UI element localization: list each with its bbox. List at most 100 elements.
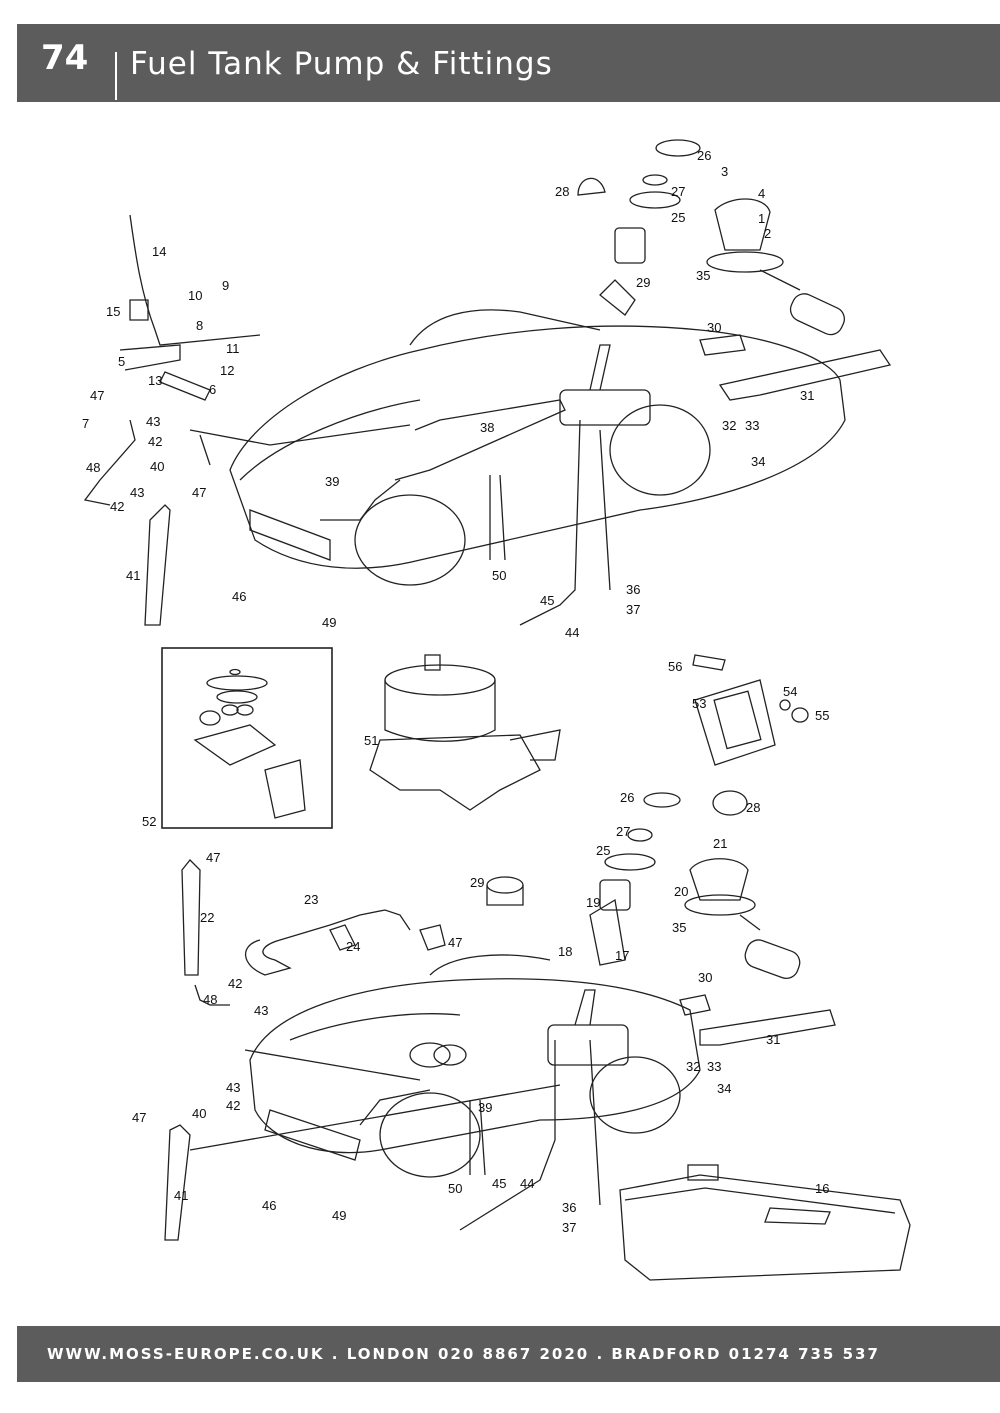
callout-50-bottom: 50	[448, 1181, 462, 1196]
callout-43-top-a: 43	[146, 414, 160, 429]
callout-42-top-a: 42	[148, 434, 162, 449]
callout-38: 38	[480, 420, 494, 435]
callout-24: 24	[346, 939, 360, 954]
callout-48-bottom: 48	[203, 992, 217, 1007]
fuel-pump-51	[369, 654, 561, 811]
callout-28-bottom: 28	[746, 800, 760, 815]
callout-27-top: 27	[671, 184, 685, 199]
callout-47-top-b: 47	[192, 485, 206, 500]
fuel-tank-16	[619, 1164, 911, 1281]
callout-50-top: 50	[492, 568, 506, 583]
footer-contact-text: WWW.MOSS-EUROPE.CO.UK . LONDON 020 8867 …	[47, 1345, 880, 1363]
callout-5: 5	[118, 354, 125, 369]
callout-8: 8	[196, 318, 203, 333]
callout-39-top: 39	[325, 474, 339, 489]
callout-18: 18	[558, 944, 572, 959]
callout-14: 14	[152, 244, 166, 259]
callout-44-bottom: 44	[520, 1176, 534, 1191]
callout-31-bottom: 31	[766, 1032, 780, 1047]
callout-15: 15	[106, 304, 120, 319]
callout-53: 53	[692, 696, 706, 711]
callout-41-top: 41	[126, 568, 140, 583]
callout-43-top-b: 43	[130, 485, 144, 500]
callout-49-bottom: 49	[332, 1208, 346, 1223]
top-fuel-lines	[83, 214, 611, 626]
callout-17: 17	[615, 948, 629, 963]
callout-26-top: 26	[697, 148, 711, 163]
callout-47-bottom-a: 47	[206, 850, 220, 865]
callout-45-bottom: 45	[492, 1176, 506, 1191]
callout-4: 4	[758, 186, 765, 201]
callout-42-bottom-b: 42	[226, 1098, 240, 1113]
callout-47-bottom-b: 47	[448, 935, 462, 950]
callout-56: 56	[668, 659, 682, 674]
callout-labels: 14 15 10 9 8 11 12 5 13 6 47 7 43 42 40 …	[82, 148, 829, 1235]
page-header-bar: 74 Fuel Tank Pump & Fittings	[17, 24, 1000, 102]
bottom-filler-tank-sender	[486, 790, 836, 1066]
callout-47-bottom-c: 47	[132, 1110, 146, 1125]
callout-29-top: 29	[636, 275, 650, 290]
callout-1: 1	[758, 211, 765, 226]
callout-43-bottom-a: 43	[254, 1003, 268, 1018]
callout-25-top: 25	[671, 210, 685, 225]
callout-7: 7	[82, 416, 89, 431]
callout-35-top: 35	[696, 268, 710, 283]
callout-11: 11	[226, 341, 240, 356]
callout-33-top: 33	[745, 418, 759, 433]
callout-40-top: 40	[150, 459, 164, 474]
callout-2: 2	[764, 226, 771, 241]
pump-kit-inset-box	[161, 647, 333, 829]
callout-49-top: 49	[322, 615, 336, 630]
callout-30-top: 30	[707, 320, 721, 335]
bottom-fuel-lines	[189, 984, 601, 1231]
callout-9: 9	[222, 278, 229, 293]
callout-32-top: 32	[722, 418, 736, 433]
callout-19: 19	[586, 895, 600, 910]
callout-43-bottom-b: 43	[226, 1080, 240, 1095]
callout-39-bottom: 39	[478, 1100, 492, 1115]
callout-20: 20	[674, 884, 688, 899]
callout-32-bottom: 32	[686, 1059, 700, 1074]
callout-34-top: 34	[751, 454, 765, 469]
callout-10: 10	[188, 288, 202, 303]
pump-kit-parts	[193, 668, 306, 819]
callout-42-top-b: 42	[110, 499, 124, 514]
callout-36-bottom: 36	[562, 1200, 576, 1215]
header-divider	[115, 52, 117, 100]
callout-34-bottom: 34	[717, 1081, 731, 1096]
page-title: Fuel Tank Pump & Fittings	[130, 46, 553, 82]
callout-3: 3	[721, 164, 728, 179]
callout-26-bottom: 26	[620, 790, 634, 805]
page-footer-bar: WWW.MOSS-EUROPE.CO.UK . LONDON 020 8867 …	[17, 1326, 1000, 1382]
callout-47-top-a: 47	[90, 388, 104, 403]
callout-31-top: 31	[800, 388, 814, 403]
callout-33-bottom: 33	[707, 1059, 721, 1074]
callout-41-bottom: 41	[174, 1188, 188, 1203]
callout-21: 21	[713, 836, 727, 851]
callout-22: 22	[200, 910, 214, 925]
bottom-hoses	[164, 859, 446, 1241]
callout-54: 54	[783, 684, 797, 699]
page-number: 74	[41, 38, 89, 78]
callout-55: 55	[815, 708, 829, 723]
callout-48-top: 48	[86, 460, 100, 475]
callout-44-top: 44	[565, 625, 579, 640]
callout-37-bottom: 37	[562, 1220, 576, 1235]
callout-13: 13	[148, 373, 162, 388]
gasket-53-and-studs	[692, 654, 809, 766]
callout-25-bottom: 25	[596, 843, 610, 858]
callout-42-bottom-a: 42	[228, 976, 242, 991]
callout-29-bottom: 29	[470, 875, 484, 890]
top-filler-and-tank	[129, 139, 892, 626]
car-outline-bottom	[249, 954, 701, 1178]
callout-37-top: 37	[626, 602, 640, 617]
callout-36-top: 36	[626, 582, 640, 597]
callout-6: 6	[209, 382, 216, 397]
callout-30-bottom: 30	[698, 970, 712, 985]
callout-28-top: 28	[555, 184, 569, 199]
callout-16: 16	[815, 1181, 829, 1196]
callout-40-bottom: 40	[192, 1106, 206, 1121]
car-outline-top	[229, 309, 846, 586]
callout-46-top: 46	[232, 589, 246, 604]
